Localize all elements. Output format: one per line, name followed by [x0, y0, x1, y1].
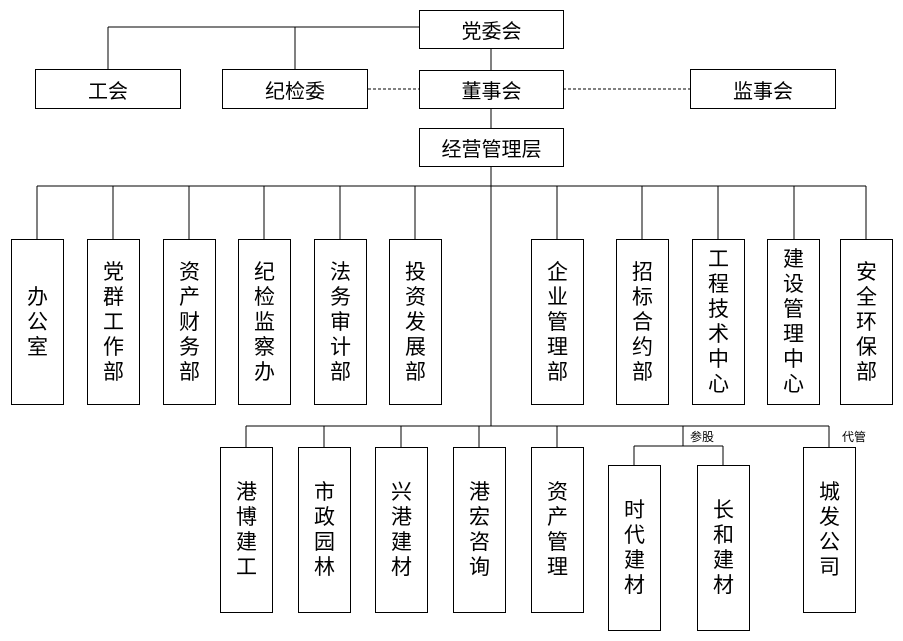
dept-label: 纪检监察办 — [254, 259, 275, 384]
supervisory-board-label: 监事会 — [733, 78, 793, 103]
dept-box: 建设管理中心 — [767, 239, 820, 405]
subsidiary-label: 市政园林 — [314, 480, 335, 579]
dept-label: 法务审计部 — [330, 259, 351, 384]
dept-label: 工程技术中心 — [708, 247, 729, 396]
dept-box: 法务审计部 — [314, 239, 367, 405]
subsidiary-box: 兴港建材 — [375, 447, 428, 613]
dept-box: 办公室 — [11, 239, 64, 405]
dept-label: 企业管理部 — [547, 259, 568, 384]
subsidiary-label: 资产管理 — [547, 480, 568, 579]
supervisory-board-box: 监事会 — [690, 69, 836, 109]
subsidiary-label: 港博建工 — [236, 480, 257, 579]
equity-company-label: 长和建材 — [713, 498, 734, 597]
dept-box: 资产财务部 — [163, 239, 216, 405]
equity-company-box: 长和建材 — [697, 465, 750, 631]
party-committee-box: 党委会 — [419, 10, 564, 49]
dept-box: 党群工作部 — [87, 239, 140, 405]
subsidiary-box: 港宏咨询 — [453, 447, 506, 613]
dept-label: 党群工作部 — [103, 259, 124, 384]
party-committee-label: 党委会 — [461, 19, 522, 43]
dept-label: 安全环保部 — [856, 259, 877, 384]
dept-label: 建设管理中心 — [783, 247, 804, 396]
management-label: 经营管理层 — [441, 137, 542, 161]
managed-company-label: 城发公司 — [819, 480, 840, 579]
equity-company-box: 时代建材 — [608, 465, 661, 631]
discipline-committee-label: 纪检委 — [265, 78, 325, 103]
subsidiary-box: 资产管理 — [531, 447, 584, 613]
dept-label: 资产财务部 — [179, 259, 200, 384]
dept-box: 工程技术中心 — [692, 239, 745, 405]
labor-union-label: 工会 — [88, 78, 128, 103]
subsidiary-box: 市政园林 — [298, 447, 351, 613]
labor-union-box: 工会 — [35, 69, 181, 109]
dept-box: 安全环保部 — [840, 239, 893, 405]
managed-company-box: 城发公司 — [803, 447, 856, 613]
subsidiary-label: 兴港建材 — [391, 480, 412, 579]
subsidiary-box: 港博建工 — [220, 447, 273, 613]
dept-box: 招标合约部 — [616, 239, 669, 405]
management-box: 经营管理层 — [419, 128, 564, 167]
dept-box: 企业管理部 — [531, 239, 584, 405]
subsidiary-label: 港宏咨询 — [469, 480, 490, 579]
dept-box: 投资发展部 — [389, 239, 442, 405]
dept-label: 办公室 — [27, 284, 48, 359]
dept-label: 投资发展部 — [405, 259, 426, 384]
managed-group-label: 代管 — [842, 430, 867, 444]
board-box: 董事会 — [419, 70, 564, 109]
equity-company-label: 时代建材 — [624, 498, 645, 597]
equity-group-label: 参股 — [690, 430, 715, 444]
board-label: 董事会 — [461, 79, 522, 103]
dept-label: 招标合约部 — [632, 259, 653, 384]
discipline-committee-box: 纪检委 — [222, 69, 368, 109]
dept-box: 纪检监察办 — [238, 239, 291, 405]
